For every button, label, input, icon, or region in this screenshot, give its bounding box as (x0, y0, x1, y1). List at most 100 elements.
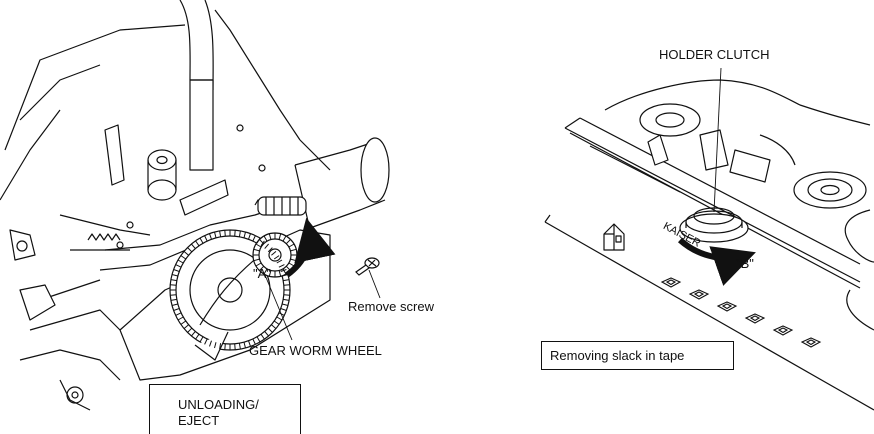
panel-pad-inner (749, 315, 761, 322)
gear-tooth (268, 233, 272, 240)
gear-tooth (268, 270, 272, 277)
gear-tooth (199, 336, 204, 343)
gear-tooth (271, 251, 277, 256)
panel-pad-inner (665, 279, 677, 286)
gear-tooth (276, 316, 283, 321)
gear-tooth (187, 327, 193, 333)
gear-tooth (191, 243, 196, 249)
gear-tooth (264, 243, 269, 249)
gear-tooth (187, 247, 193, 253)
panel-pads (660, 277, 822, 348)
gear-tooth (180, 255, 187, 260)
gear-tooth (271, 324, 277, 329)
gear-tooth (273, 320, 280, 325)
gear-tooth (283, 284, 290, 286)
gear-tooth (171, 303, 178, 306)
worm-wheel-teeth (253, 233, 297, 277)
gear-tooth (255, 243, 262, 248)
gear-tooth (252, 338, 256, 345)
gear-tooth (285, 239, 291, 245)
gear-tooth (283, 279, 290, 282)
gear-tooth (175, 264, 182, 268)
screw-label: Remove screw (348, 299, 434, 314)
gear-tooth (273, 255, 280, 260)
left-leader-lines (264, 269, 381, 341)
gear-tooth (248, 340, 251, 347)
panel-pad-inner (693, 291, 705, 298)
gear-tooth (256, 237, 261, 244)
gear-tooth (263, 268, 268, 275)
gear-tooth (238, 343, 241, 350)
gear-tooth (278, 264, 285, 268)
gear-tooth (170, 279, 177, 282)
gear-label: GEAR WORM WHEEL (249, 343, 382, 358)
gear-tooth (224, 343, 226, 350)
gear-tooth (255, 262, 262, 267)
gear-tooth (214, 342, 217, 349)
holder-clutch-label: HOLDER CLUTCH (659, 47, 770, 62)
gear-tooth (263, 235, 268, 242)
gear-tooth (276, 259, 283, 264)
gear-tooth (171, 274, 178, 277)
gear-tooth (278, 233, 282, 240)
gear-tooth (243, 231, 246, 238)
gear-tooth (199, 237, 204, 244)
gear-tooth (234, 343, 236, 350)
gear-tooth (170, 284, 177, 286)
gear-tooth (283, 298, 290, 301)
gear-tooth (224, 230, 226, 237)
gear-tooth (234, 230, 236, 237)
gear-tooth (175, 312, 182, 316)
right-caption-text: Removing slack in tape (550, 348, 685, 363)
gear-tooth (282, 268, 287, 275)
gear-tooth (264, 331, 269, 337)
gear-tooth (282, 303, 289, 306)
gear-tooth (183, 324, 189, 329)
rotation-arrow-b (677, 237, 756, 286)
gear-tooth (283, 294, 290, 296)
gear-tooth (260, 333, 265, 340)
gear-tooth (252, 235, 256, 242)
holder-clutch-leader (713, 67, 722, 213)
left-caption-line1: UNLOADING/ (178, 397, 259, 412)
right-mechanism (544, 79, 874, 411)
panel-pad-inner (805, 339, 817, 346)
gear-tooth (191, 331, 196, 337)
gear-tooth (219, 343, 222, 350)
gear-tooth (259, 265, 265, 271)
gear-tooth (204, 235, 208, 242)
gear-tooth (256, 336, 261, 343)
left-mechanism (0, 0, 390, 411)
gear-tooth (170, 294, 177, 296)
gear-tooth (209, 340, 212, 347)
gear-tooth (267, 247, 273, 253)
gear-tooth (173, 308, 180, 311)
gear-tooth (195, 240, 200, 247)
panel-pad-inner (777, 327, 789, 334)
left-caption-line2: EJECT (178, 413, 220, 428)
gear-tooth (288, 262, 295, 267)
gear-tooth (170, 298, 177, 301)
rotation-arrow-a (285, 217, 336, 278)
gear-tooth (278, 270, 282, 277)
gear-tooth (253, 248, 260, 252)
right-caption-box: Removing slack in tape (541, 341, 734, 370)
gear-tooth (183, 251, 189, 256)
gear-tooth (253, 258, 260, 262)
gear-tooth (195, 333, 200, 340)
gear-tooth (177, 316, 184, 321)
arrow-b-label: "B" (736, 256, 754, 271)
gear-tooth (282, 235, 287, 242)
gear-tooth (180, 320, 187, 325)
loose-screw (355, 257, 380, 276)
gear-tooth (280, 308, 287, 311)
gear-tooth (209, 233, 212, 240)
gear-tooth (238, 230, 241, 237)
gear-tooth (243, 342, 246, 349)
gear-tooth (267, 327, 273, 333)
gear-tooth (173, 269, 180, 272)
gear-tooth (204, 338, 208, 345)
gear-tooth (219, 230, 222, 237)
gear-tooth (177, 259, 184, 264)
